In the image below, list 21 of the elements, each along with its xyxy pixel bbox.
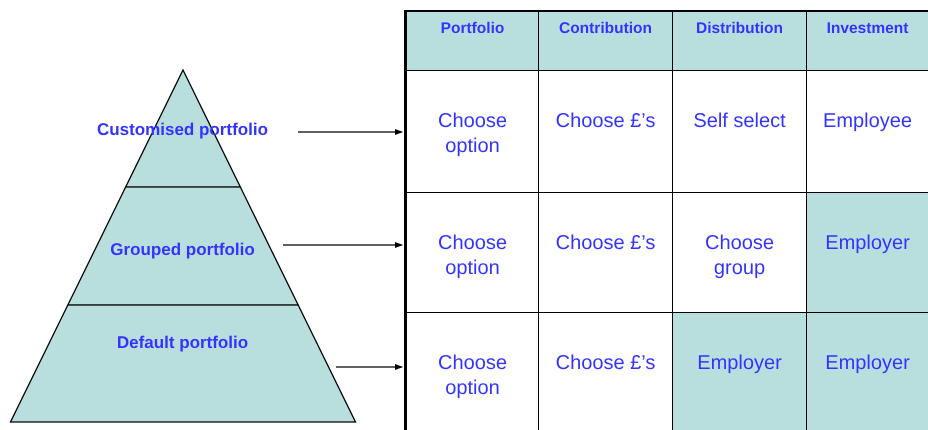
table-cell: Self select	[672, 71, 806, 192]
table-row	[404, 312, 928, 430]
table-cell: Employer	[672, 313, 806, 430]
table-cell: Employee	[806, 71, 928, 192]
table-row	[404, 192, 928, 312]
table-cell: Choose option	[404, 313, 538, 430]
table-cell: Choose £’s	[538, 71, 672, 192]
column-header: Distribution	[672, 12, 806, 70]
table-cell: Choose option	[404, 193, 538, 312]
table-cell: Choose £’s	[538, 193, 672, 312]
arrow	[283, 242, 403, 248]
column-header: Investment	[806, 12, 928, 70]
table-cell: Employer	[806, 313, 928, 430]
table-cell: Choose option	[404, 71, 538, 192]
column-header: Contribution	[538, 12, 672, 70]
arrow	[298, 129, 403, 135]
tier-label: Default portfolio	[116, 333, 250, 353]
arrow	[336, 364, 403, 370]
column-header: Portfolio	[404, 12, 538, 70]
tier-label: Grouped portfolio	[109, 240, 256, 260]
table-cell: Employer	[806, 193, 928, 312]
